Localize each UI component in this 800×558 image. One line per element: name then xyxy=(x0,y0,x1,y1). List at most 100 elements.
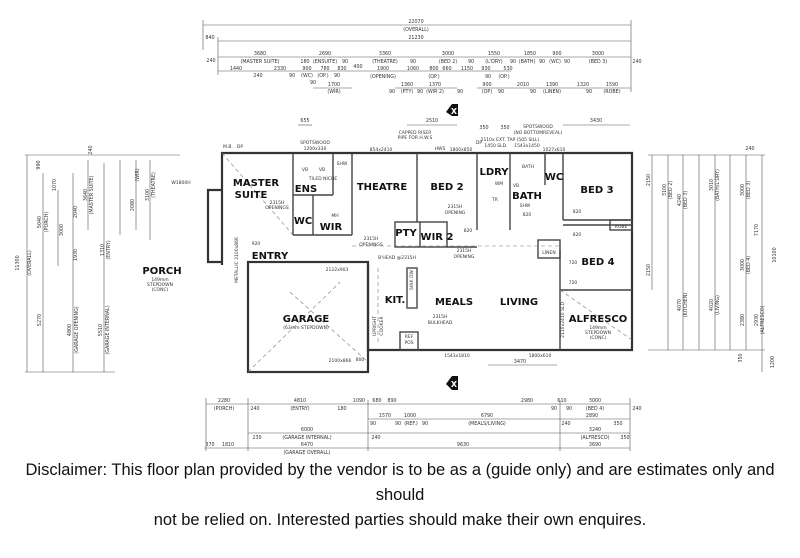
dim: 3240 xyxy=(589,427,601,433)
dim: 900 xyxy=(552,51,561,57)
note: TR xyxy=(491,197,498,203)
dim-overall-label: (OVERALL) xyxy=(403,27,429,33)
dim: 1370 xyxy=(429,82,441,88)
dim: 780 xyxy=(320,66,329,72)
note: 1543x1810 xyxy=(444,353,470,359)
dim: 3100 xyxy=(145,189,151,201)
note: 1800x610 xyxy=(529,353,552,359)
room-wir: WIR xyxy=(320,222,343,233)
dim: (ENSUITE) xyxy=(313,59,337,65)
dim: 90 xyxy=(310,80,316,86)
note: 2100x866 xyxy=(329,358,352,364)
dim: 90 xyxy=(334,73,340,79)
note: OPENINGS xyxy=(359,242,383,248)
dim: 5270 xyxy=(37,314,43,326)
note: SPOTSWOOD xyxy=(523,124,553,130)
note: TILED NICHE xyxy=(308,176,338,182)
note: 820 xyxy=(573,209,582,215)
bottom-dimensions: 2280 (PORCH) 240 4810 (ENTRY) 180 1090 6… xyxy=(204,398,642,456)
dim: (BED 3) xyxy=(589,59,607,65)
dim: 3000 xyxy=(59,224,65,236)
dim: 370 xyxy=(205,442,214,448)
dim: 1000 xyxy=(404,413,416,419)
dim: 90 xyxy=(539,59,545,65)
walls xyxy=(206,151,634,374)
dim: (WIR) xyxy=(327,89,340,95)
dim: 3000 xyxy=(740,259,746,271)
note: 1450 SLD. xyxy=(484,143,507,149)
section-marker-top: X xyxy=(446,104,458,116)
dim: 90 xyxy=(586,89,592,95)
dim: 240 xyxy=(632,406,641,412)
dim: 6470 xyxy=(301,442,313,448)
dim: 90 xyxy=(457,89,463,95)
room-bed-2: BED 2 xyxy=(430,182,463,193)
dim: 900 xyxy=(482,82,491,88)
dim: (THEATRE) xyxy=(372,59,398,65)
dim: (THEATRE) xyxy=(151,172,157,198)
note: 854x2410 xyxy=(370,147,393,153)
dim: 830 xyxy=(337,66,346,72)
note: UPRIGHT xyxy=(372,316,378,336)
note: 2122x903 xyxy=(326,267,349,273)
note: 2110x2410 SLD xyxy=(560,302,566,338)
dim: 2690 xyxy=(319,51,331,57)
section-label: X xyxy=(451,107,458,116)
dim: 1850 xyxy=(524,51,536,57)
dim: 1360 xyxy=(401,82,413,88)
room-laundry: LDRY xyxy=(479,167,509,178)
disclaimer-line-2: not be relied on. Interested parties sho… xyxy=(153,511,647,529)
dim: 2010 xyxy=(517,82,529,88)
note: PIPE FOR H.W.S xyxy=(398,135,433,141)
note: 2110x EXT. TAP (505 SILL) xyxy=(481,137,540,143)
dim: 2330 xyxy=(274,66,286,72)
room-pantry: PTY xyxy=(395,228,417,239)
dim: 1320 xyxy=(577,82,589,88)
note: (NO BOTTOMREVEAL) xyxy=(514,130,563,136)
plan-notes: CAPPED RISER PIPE FOR H.W.S SPOTSWOOD (N… xyxy=(171,124,627,364)
note: 820 xyxy=(523,212,532,218)
disclaimer: Disclaimer: This floor plan provided by … xyxy=(0,458,800,533)
dim: 3360 xyxy=(379,51,391,57)
dim: 610 xyxy=(557,398,566,404)
dim: 240 xyxy=(561,421,570,427)
dim: 530 xyxy=(503,66,512,72)
dim: (ALFRESCO) xyxy=(760,305,766,334)
dim: 660 xyxy=(442,66,451,72)
room-kitchen: KIT. xyxy=(385,295,406,306)
room-living: LIVING xyxy=(500,297,538,308)
dim: 180 xyxy=(300,59,309,65)
dim: 3010 xyxy=(709,179,715,191)
dim: 4020 xyxy=(709,299,715,311)
dim: 4810 xyxy=(294,398,306,404)
dim: 1550 xyxy=(488,51,500,57)
dim: 240 xyxy=(250,406,259,412)
section-marker-bottom: X xyxy=(446,376,458,390)
room-bath: BATH xyxy=(512,191,542,202)
room-master-suite: SUITE xyxy=(235,190,268,201)
dim: 9630 xyxy=(457,442,469,448)
note: BATH xyxy=(522,164,534,170)
dim: 240 xyxy=(206,58,215,64)
dim: (BED 4) xyxy=(746,256,752,274)
note: SINK DW xyxy=(409,270,415,290)
dim: (BED 3) xyxy=(683,191,689,209)
dim: (BATH) xyxy=(519,59,536,65)
dim: (WC) xyxy=(549,59,561,65)
dim: 6000 xyxy=(301,427,313,433)
note: 820 xyxy=(573,232,582,238)
dim: (ROBE) xyxy=(603,89,620,95)
room-bed-4: BED 4 xyxy=(581,257,614,268)
dim: 10100 xyxy=(772,247,778,262)
note: W1800H xyxy=(171,180,190,186)
dim: (GARAGE OVERALL) xyxy=(283,450,330,456)
dim: 3000 xyxy=(592,51,604,57)
dim: (GARAGE INTERNAL) xyxy=(282,435,331,441)
dim: 680 xyxy=(372,398,381,404)
dim: (OP.) xyxy=(317,73,328,79)
dim: 1200 xyxy=(770,356,776,368)
note: 1543x1450 xyxy=(514,143,540,149)
dim: 2930 xyxy=(754,314,760,326)
dim: 2280 xyxy=(218,398,230,404)
dim: (GARAGE OPENING) xyxy=(74,306,80,353)
